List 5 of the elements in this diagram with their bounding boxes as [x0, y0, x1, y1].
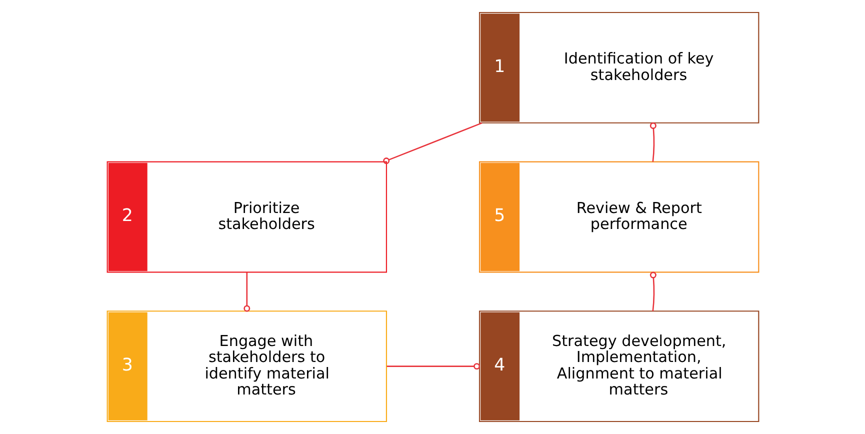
connector: [649, 272, 656, 312]
connector: [649, 122, 656, 162]
connector: [382, 122, 482, 164]
connector: [243, 272, 250, 312]
connector: [386, 363, 480, 370]
